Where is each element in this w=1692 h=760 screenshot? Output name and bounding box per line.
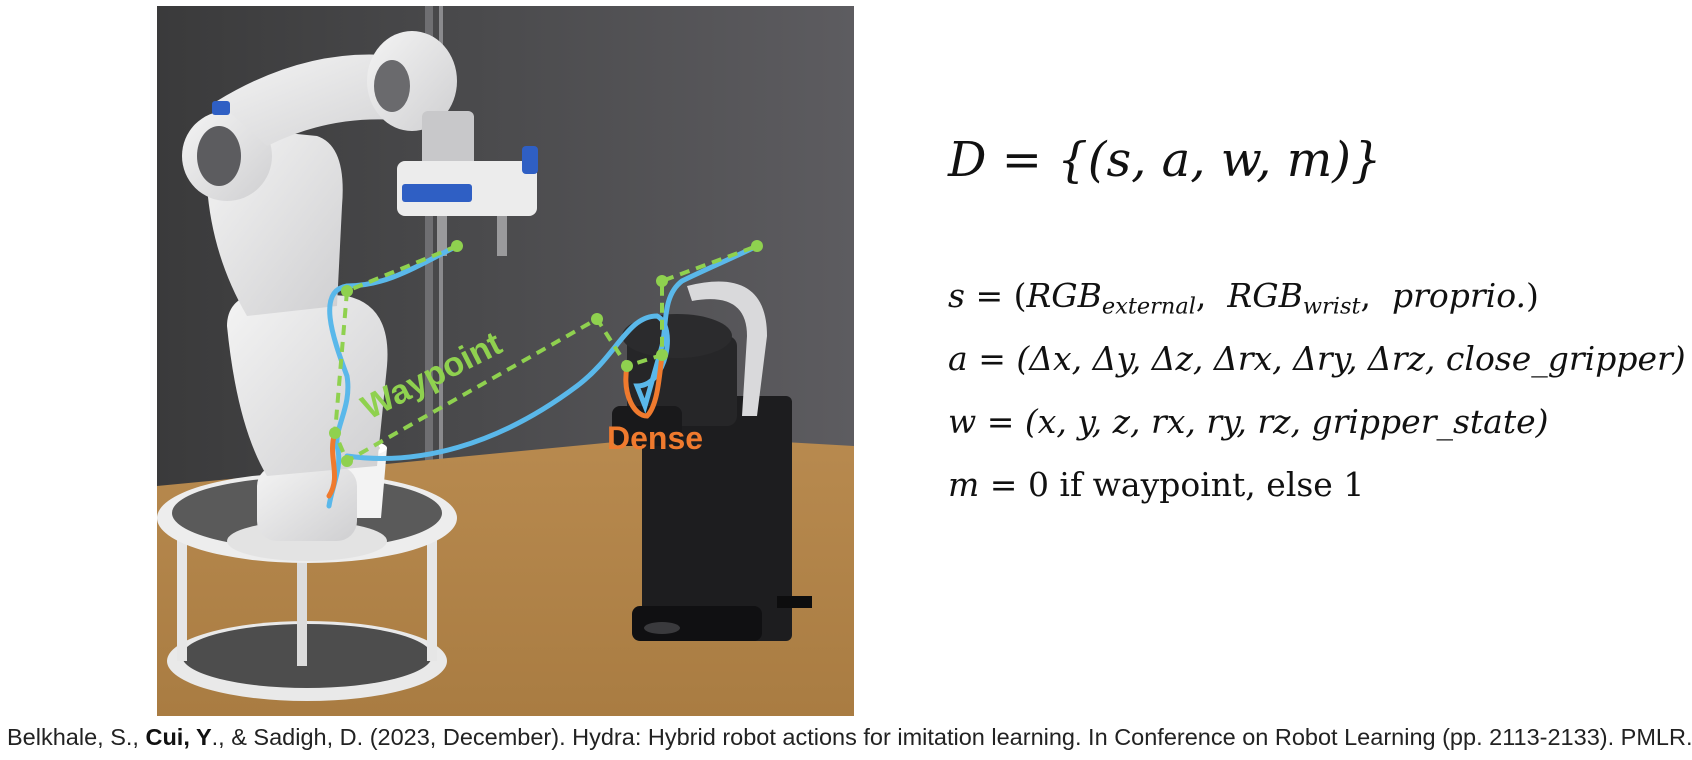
eq-var: w xyxy=(948,402,977,441)
dense-trajectory xyxy=(326,352,665,499)
robot-arm xyxy=(182,31,538,561)
paren: ( xyxy=(1013,276,1027,315)
waypoint-markers xyxy=(329,240,763,467)
eq-rhs: 0 if waypoint, else 1 xyxy=(1027,465,1365,504)
eq-rhs: {(s, a, w, m)} xyxy=(1057,132,1382,188)
trajectory-overlay xyxy=(326,240,763,509)
eq-lhs: D xyxy=(948,132,987,188)
citation-rest: ., & Sadigh, D. (2023, December). Hydra:… xyxy=(211,724,1692,750)
rail xyxy=(425,6,433,476)
wrist-subscript: wrist xyxy=(1302,293,1361,320)
waypoint-equation: w = (x, y, z, rx, ry, rz, gripper_state) xyxy=(948,402,1549,441)
dataset-definition: D = {(s, a, w, m)} s = (RGBexternal, RGB… xyxy=(948,0,1686,520)
eq-var: m xyxy=(948,465,980,504)
rgb-term: RGB xyxy=(1026,276,1102,315)
eq-var: s xyxy=(948,276,965,315)
eq-rhs: (Δx, Δy, Δz, Δrx, Δry, Δrz, close_grippe… xyxy=(1016,339,1686,378)
paren: ) xyxy=(1525,276,1539,315)
citation: Belkhale, S., Cui, Y., & Sadigh, D. (202… xyxy=(7,724,1692,751)
state-equation: s = (RGBexternal, RGBwrist, proprio.) xyxy=(948,276,1539,320)
citation-authors-start: Belkhale, S., xyxy=(7,724,146,750)
eq-var: a xyxy=(948,339,968,378)
dataset-equation: D = {(s, a, w, m)} xyxy=(948,132,1382,188)
action-equation: a = (Δx, Δy, Δz, Δrx, Δry, Δrz, close_gr… xyxy=(948,339,1686,378)
eq-rhs: (x, y, z, rx, ry, rz, gripper_state) xyxy=(1024,402,1549,441)
robot-scene-illustration: Waypoint Dense xyxy=(157,6,854,716)
rgb-term: RGB xyxy=(1227,276,1303,315)
external-subscript: external xyxy=(1101,293,1196,320)
robot-photo: Waypoint Dense xyxy=(157,6,854,716)
citation-highlighted-author: Cui, Y xyxy=(145,724,212,750)
mode-equation: m = 0 if waypoint, else 1 xyxy=(948,465,1365,504)
proprio-term: proprio. xyxy=(1391,276,1526,315)
dense-label: Dense xyxy=(607,420,703,456)
